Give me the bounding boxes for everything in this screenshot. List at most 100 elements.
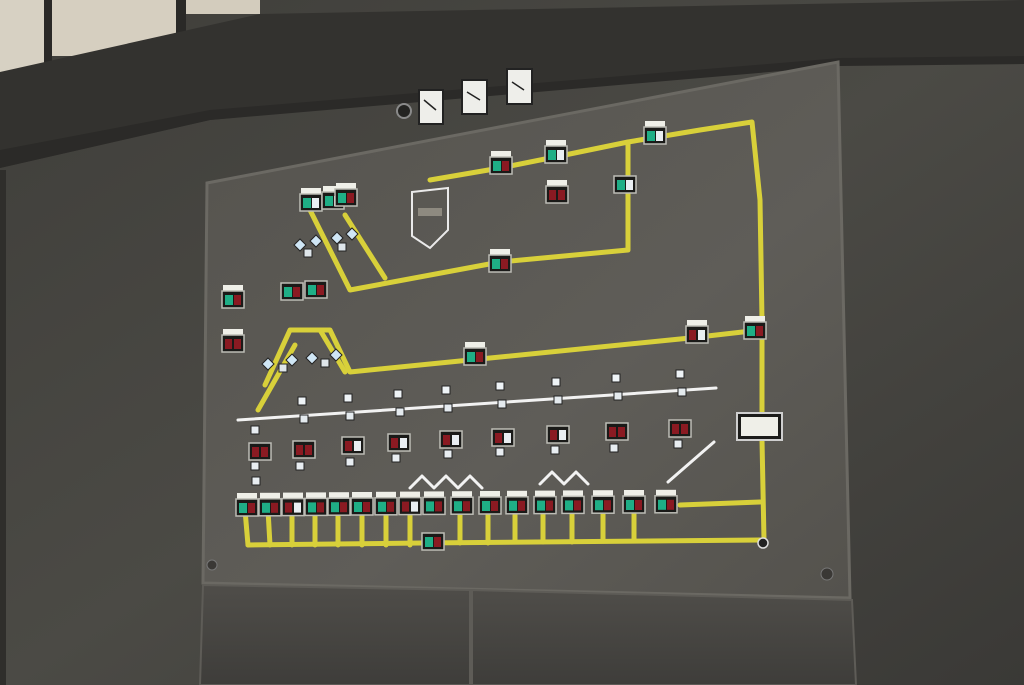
disconnector-indicator-icon <box>330 231 344 245</box>
indicator-lamp-icon <box>281 497 305 517</box>
label-plate <box>547 180 567 186</box>
label-plate <box>490 249 510 255</box>
panel-screw <box>820 567 834 581</box>
label-plate <box>491 151 511 157</box>
label-plate <box>563 490 583 497</box>
switch-indicator-icon <box>443 449 453 459</box>
indicator-lamp-icon <box>544 145 568 164</box>
indicator-lamp-icon <box>654 495 678 514</box>
disconnector-indicator-icon <box>345 227 359 241</box>
indicator-lamp-icon <box>685 325 709 344</box>
label-plate <box>507 490 527 497</box>
voltmeter-gauge-icon <box>461 79 488 115</box>
indicator-lamp-icon <box>299 193 323 212</box>
lower-panel-right <box>471 588 858 685</box>
gauge-cluster <box>396 68 533 125</box>
switch-indicator-icon <box>395 407 405 417</box>
indicator-array <box>221 121 767 551</box>
indicator-lamp-icon <box>248 442 272 461</box>
indicator-lamp-icon <box>591 495 615 514</box>
switch-indicator-icon <box>551 377 561 387</box>
display-readout-box <box>736 412 783 441</box>
label-plate <box>452 491 472 498</box>
label-plate <box>745 316 765 322</box>
frequency-gauge-icon <box>506 68 533 105</box>
label-plate <box>323 186 343 192</box>
label-plate <box>376 491 396 498</box>
indicator-lamp-icon <box>478 496 502 515</box>
indicator-lamp-icon <box>334 188 358 207</box>
indicator-lamp-icon <box>613 175 637 194</box>
indicator-lamp-icon <box>533 495 557 515</box>
indicator-lamp-icon <box>235 498 259 517</box>
indicator-lamp-icon <box>668 419 692 438</box>
indicator-lamp-icon <box>450 496 474 515</box>
disconnector-indicator-icon <box>305 351 319 365</box>
indicator-lamp-icon <box>374 497 398 516</box>
label-plate <box>237 493 257 499</box>
switch-indicator-icon <box>297 396 307 406</box>
indicator-lamp-icon <box>398 496 422 516</box>
label-plate <box>424 491 444 498</box>
label-plate <box>656 489 676 496</box>
switch-indicator-icon <box>343 393 353 403</box>
label-plate <box>329 492 349 499</box>
indicator-lamp-icon <box>463 347 487 366</box>
switch-indicator-icon <box>278 363 288 373</box>
shield-label-plate <box>411 186 449 250</box>
label-plate <box>645 121 665 127</box>
indicator-lamp-icon <box>489 156 513 175</box>
indicator-lamp-icon <box>643 126 667 145</box>
indicator-lamp-icon <box>421 532 445 551</box>
disconnector-indicator-icon <box>309 234 323 248</box>
terminal-icon <box>757 537 769 549</box>
indicator-lamp-icon <box>505 496 529 515</box>
switch-indicator-icon <box>609 443 619 453</box>
switch-indicator-icon <box>611 373 621 383</box>
indicator-lamp-icon <box>422 496 446 516</box>
wall-seam <box>0 170 6 685</box>
label-plate <box>260 492 280 499</box>
label-plate <box>352 492 372 498</box>
indicator-lamp-icon <box>743 321 767 340</box>
label-plate <box>283 492 303 499</box>
pilot-lamp-icon <box>396 103 412 119</box>
switch-indicator-icon <box>675 369 685 379</box>
label-plate <box>336 183 356 189</box>
label-plate <box>465 342 485 348</box>
indicator-lamp-icon <box>221 290 245 309</box>
indicator-lamp-icon <box>280 282 304 301</box>
switch-indicator-icon <box>495 447 505 457</box>
switch-indicator-icon <box>613 391 623 401</box>
label-plate <box>687 320 707 326</box>
switch-indicator-icon <box>345 457 355 467</box>
switch-indicator-icon <box>497 399 507 409</box>
switch-indicator-icon <box>345 411 355 421</box>
switch-indicator-icon <box>320 358 330 368</box>
indicator-lamp-icon <box>546 425 570 444</box>
indicator-lamp-icon <box>491 428 515 447</box>
switch-indicator-icon <box>553 395 563 405</box>
disconnector-indicator-icon <box>285 353 299 367</box>
switch-indicator-icon <box>303 248 313 258</box>
label-plate <box>624 490 644 496</box>
label-plate <box>306 492 326 499</box>
switch-indicator-icon <box>250 425 260 435</box>
switch-indicator-icon <box>299 414 309 424</box>
indicator-lamp-icon <box>341 436 365 455</box>
disconnector-indicator-icon <box>293 238 307 252</box>
switch-indicator-icon <box>337 242 347 252</box>
ammeter-gauge-icon <box>418 89 444 125</box>
switch-indicator-icon <box>677 387 687 397</box>
switch-indicator-icon <box>441 385 451 395</box>
indicator-lamp-icon <box>387 433 411 452</box>
switch-indicator-icon <box>393 389 403 399</box>
panel-screw <box>206 559 218 571</box>
mimic-bus-lines-white <box>236 386 718 490</box>
indicator-lamp-icon <box>221 334 245 353</box>
switch-indicator-icon <box>250 461 260 471</box>
label-plate <box>400 491 420 498</box>
switch-indicator-icon <box>673 439 683 449</box>
label-plate <box>593 490 613 497</box>
